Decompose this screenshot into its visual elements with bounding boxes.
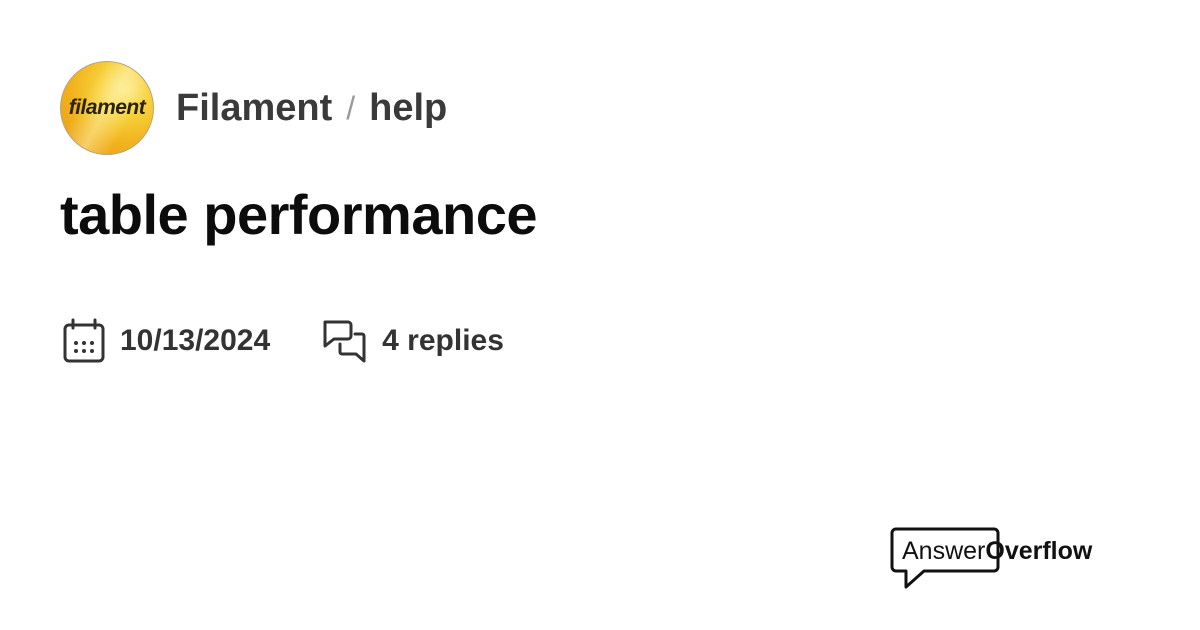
breadcrumb-separator: / [346, 89, 356, 126]
date-item: 10/13/2024 [62, 318, 270, 364]
calendar-icon [63, 318, 105, 363]
replies-item: 4 replies [322, 318, 504, 364]
brand-text: AnswerOverflow [902, 537, 1092, 566]
thread-date: 10/13/2024 [120, 324, 271, 357]
header: filament Filament / help [60, 60, 447, 156]
server-name[interactable]: Filament [176, 86, 333, 129]
server-logo: filament [60, 61, 154, 155]
channel-name[interactable]: help [369, 86, 448, 129]
chat-bubbles-icon [323, 320, 366, 363]
logo-text: filament [68, 96, 146, 119]
reply-count: 4 replies [382, 324, 504, 357]
answeroverflow-logo: AnswerOverflow [890, 527, 1120, 591]
breadcrumb: Filament / help [176, 87, 447, 130]
brand-overflow: Overflow [985, 537, 1093, 565]
speech-bubble-icon [890, 527, 1000, 589]
thread-title: table performance [60, 183, 538, 246]
brand-answer: Answer [902, 537, 986, 565]
thread-meta: 10/13/2024 4 replies [62, 318, 504, 364]
